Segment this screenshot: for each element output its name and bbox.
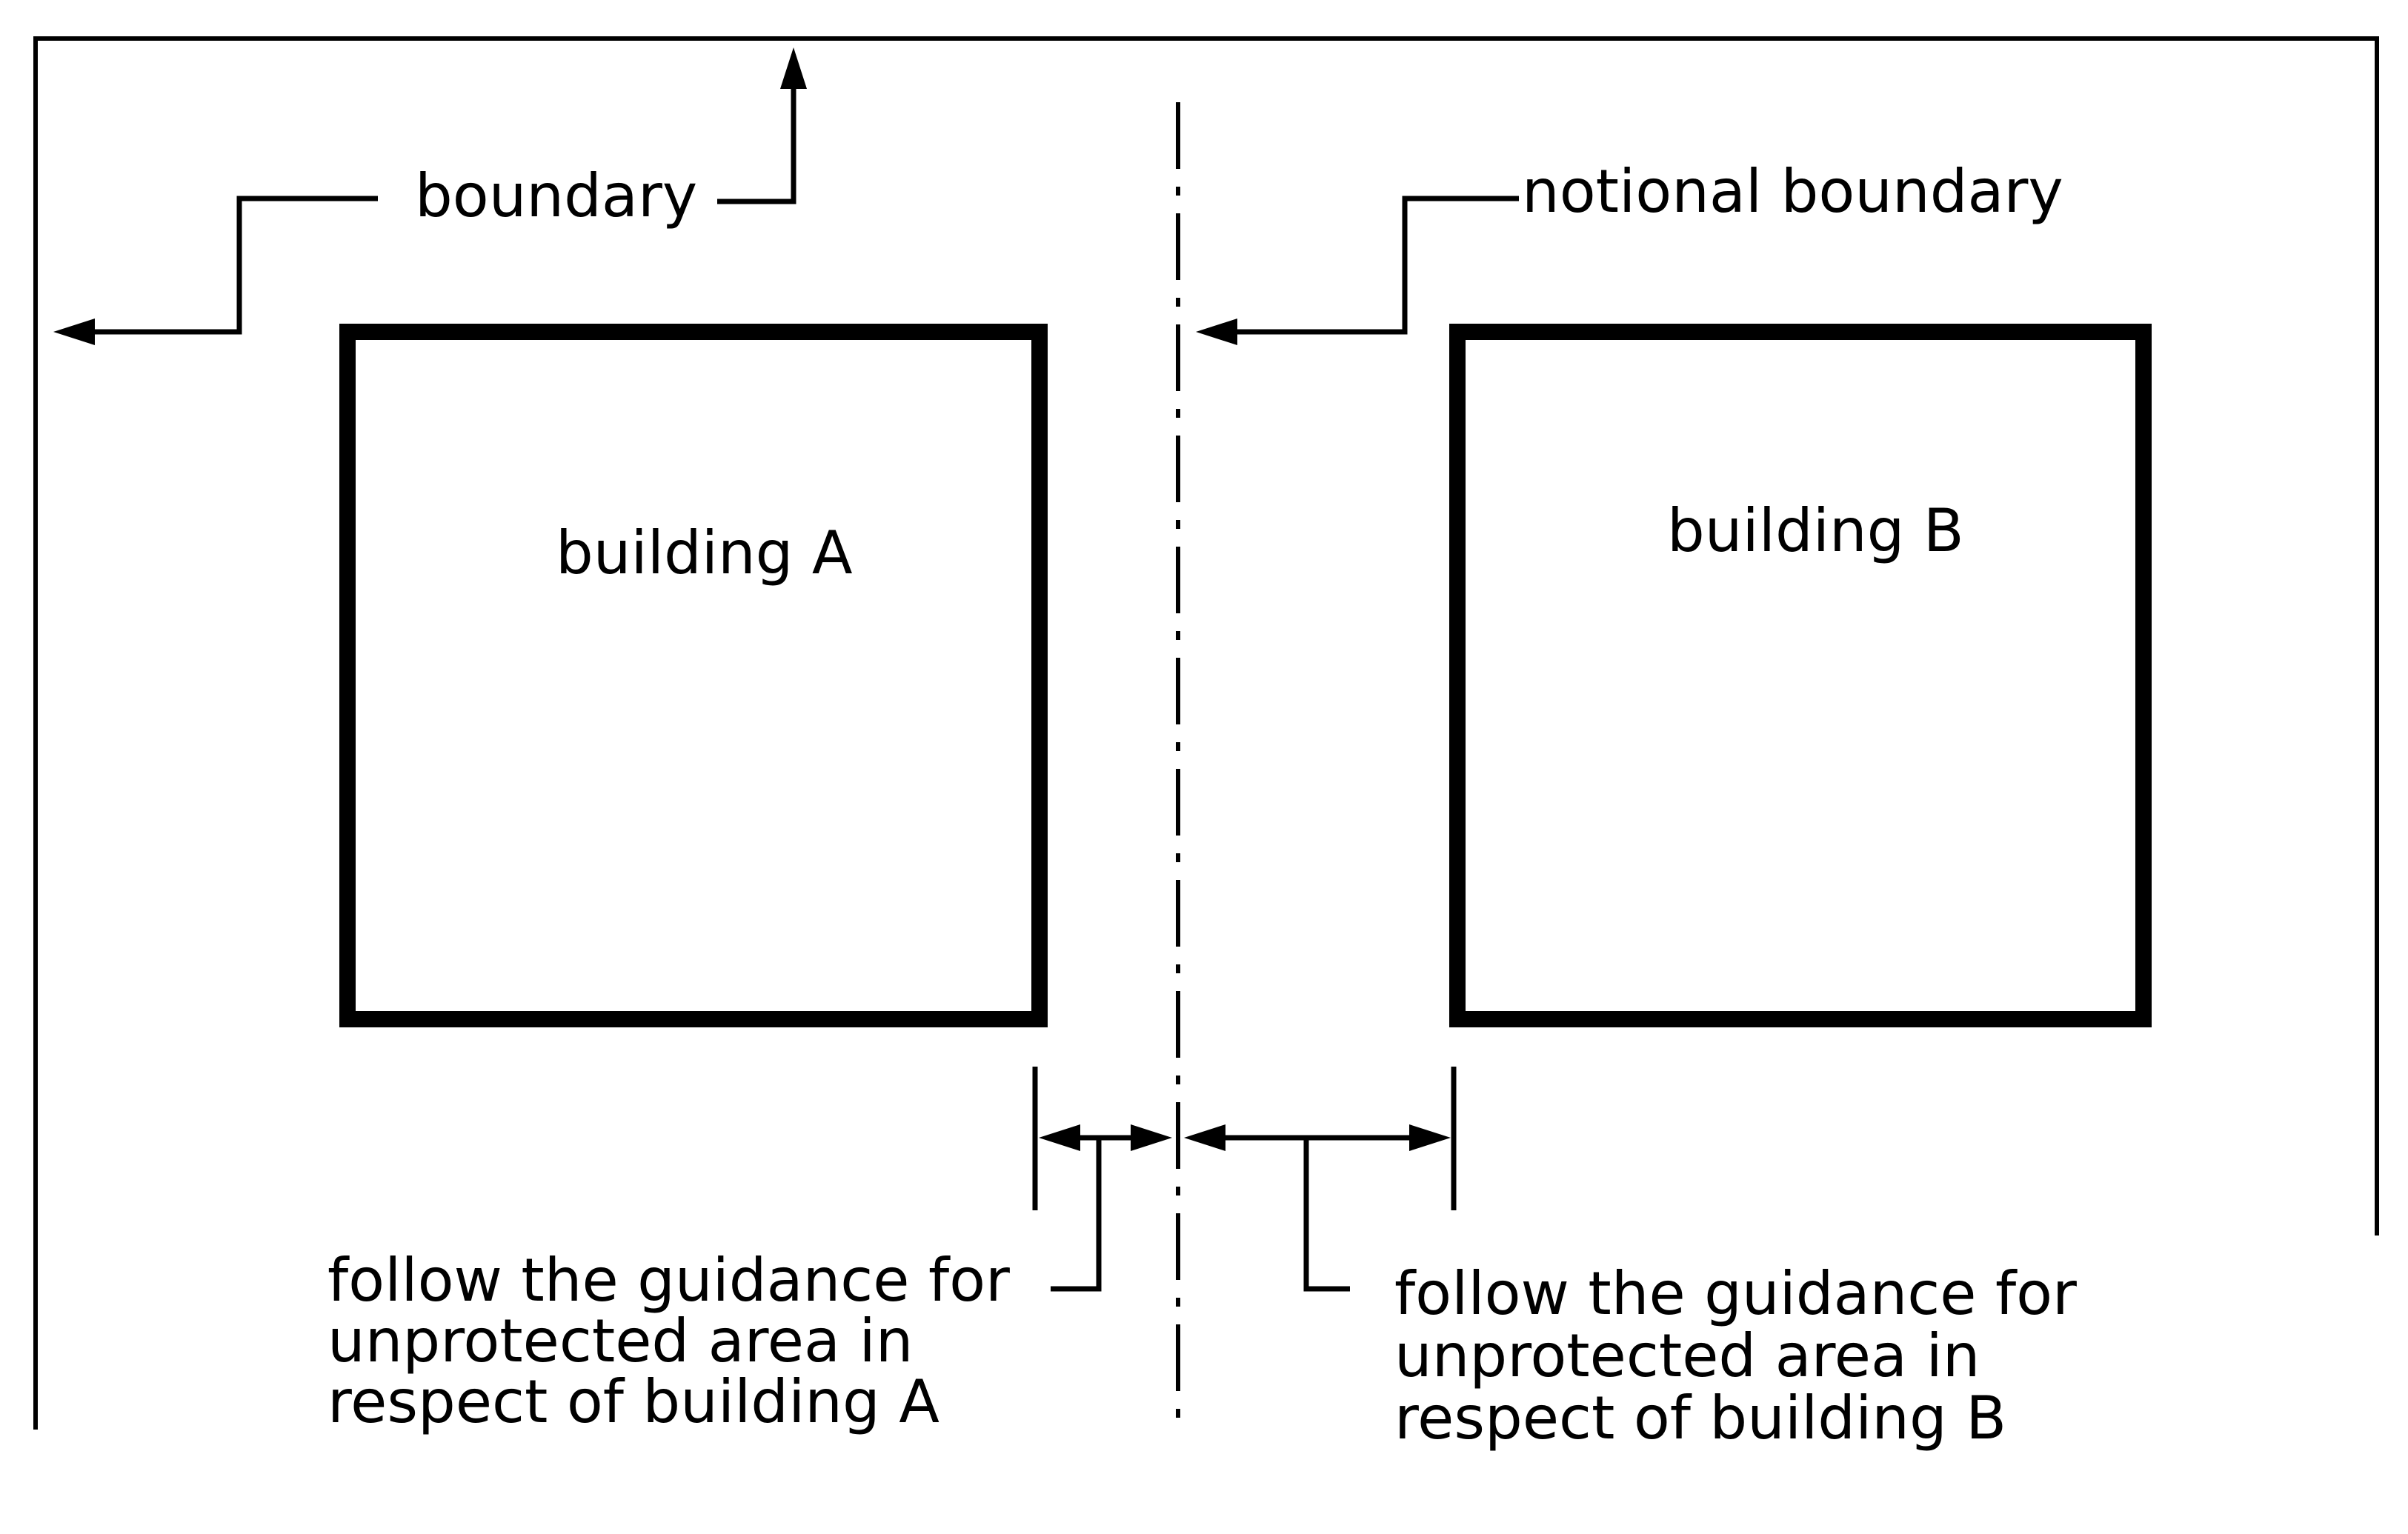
- arrowhead-notional: [1196, 319, 1237, 345]
- dimension-b-arrow-right: [1409, 1124, 1451, 1151]
- building-b-label: building B: [1667, 496, 1964, 565]
- dimension-a: [1032, 1067, 1172, 1292]
- notional-leader-line: [1236, 196, 1519, 335]
- boundary-line: [33, 36, 2379, 1430]
- building-a-outline: [339, 324, 1048, 1027]
- dimension-b: [1184, 1067, 1457, 1292]
- notional-boundary-label: notional boundary: [1522, 157, 2063, 226]
- boundary-leader-left: [89, 196, 378, 335]
- guidance-b-line-1: follow the guidance for: [1394, 1259, 2077, 1328]
- site-boundary: [33, 36, 2379, 1430]
- arrowhead-up: [780, 47, 807, 89]
- guidance-b-line-3: respect of building B: [1394, 1384, 2006, 1453]
- notional-boundary-leader: [1196, 196, 1519, 345]
- dimension-a-leader: [1051, 1138, 1102, 1292]
- boundary-leader: [53, 47, 807, 345]
- guidance-a-line-1: follow the guidance for: [327, 1246, 1010, 1315]
- guidance-a-note: follow the guidance for unprotected area…: [327, 1246, 1010, 1436]
- dimension-a-arrow-left: [1039, 1124, 1080, 1151]
- boundary-label: boundary: [415, 161, 697, 230]
- building-b-outline: [1449, 324, 2152, 1027]
- guidance-b-note: follow the guidance for unprotected area…: [1394, 1259, 2077, 1453]
- guidance-a-line-3: respect of building A: [327, 1367, 939, 1436]
- dimension-b-arrow-left: [1184, 1124, 1225, 1151]
- guidance-b-line-2: unprotected area in: [1394, 1321, 1980, 1390]
- arrowhead-left: [53, 319, 95, 345]
- dimension-a-arrow-right: [1131, 1124, 1172, 1151]
- boundary-leader-up: [717, 83, 796, 204]
- guidance-a-line-2: unprotected area in: [327, 1307, 913, 1375]
- dimension-b-leader: [1303, 1138, 1350, 1292]
- building-a-label: building A: [556, 518, 853, 587]
